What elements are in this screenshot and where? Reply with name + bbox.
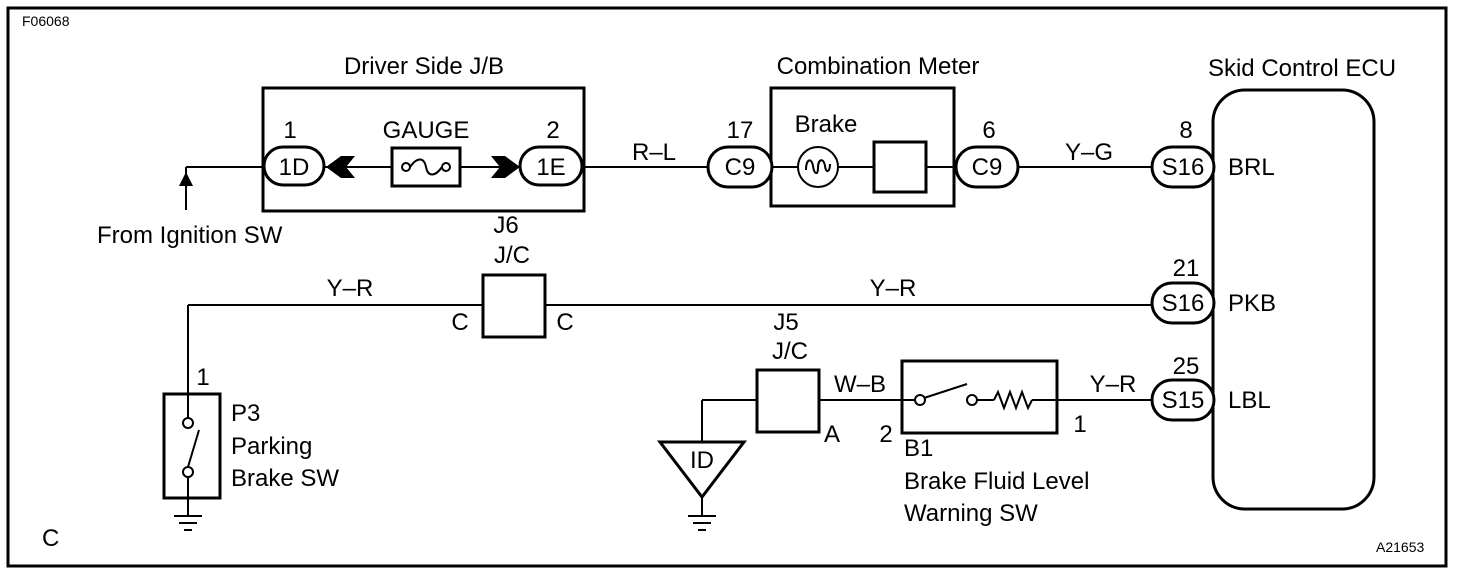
jb-pin-in: 1 [283,117,296,144]
ecu-title: Skid Control ECU [1208,55,1396,82]
fluid-sw-name-line1: Brake Fluid Level [904,468,1089,495]
wire-yr-left-label: Y–R [327,275,374,302]
j6-type: J/C [494,242,530,269]
connector-1e [518,145,584,187]
parking-sw-pin: 1 [196,364,209,391]
j5-junction-connector [755,368,821,434]
gauge-fuse-label: GAUGE [383,117,470,144]
j5-id: J5 [773,309,798,336]
parking-sw-name-line2: Brake SW [231,465,339,492]
part-code: A21653 [1376,539,1424,555]
connector-s16-pkb-label: S16 [1162,290,1205,317]
fluid-sw-blade [923,383,968,399]
ecu-pin-25-num: 25 [1173,353,1200,380]
connector-1e-label: 1E [536,154,565,181]
fluid-sw-contact-left [914,394,926,406]
j6-id: J6 [493,212,518,239]
brake-lamp-label: Brake [795,111,858,138]
wire-yg-label: Y–G [1065,139,1113,166]
j6-junction-connector [481,273,547,339]
wire-rl-label: R–L [632,139,676,166]
diagram-frame [6,6,1448,568]
meter-pin-in: 17 [727,117,754,144]
meter-pin-out: 6 [982,117,995,144]
jb-pin-out: 2 [546,117,559,144]
parking-brake-switch [162,392,222,500]
j6-pin-left: C [451,309,468,336]
parking-sw-blade [187,429,200,468]
figure-code: F06068 [22,13,70,29]
ecu-pin-21-num: 21 [1173,255,1200,282]
fuse-element [409,158,443,176]
connector-s16-brl-label: S16 [1162,154,1205,181]
parking-sw-contact-top [182,417,194,429]
fuse-terminal-right [441,162,451,172]
ignition-label: From Ignition SW [97,222,283,249]
fluid-sw-contact-right [966,394,978,406]
jb-arrowhead-right [491,156,520,178]
fluid-sw-pin-right: 1 [1073,411,1086,438]
connector-s16-pkb [1150,281,1216,325]
corner-code: C [42,525,59,552]
wire-yr-right-label: Y–R [870,275,917,302]
fluid-sw-pin-left: 2 [879,421,892,448]
connector-c9-in-label: C9 [725,154,756,181]
ground-id-label: ID [690,447,714,474]
j5-type: J/C [772,338,808,365]
ecu-terminal-brl: BRL [1228,154,1275,181]
parking-sw-id: P3 [231,400,260,427]
connector-s16-brl [1150,145,1216,189]
resistor-icon [993,389,1033,411]
ignition-arrow [179,172,193,186]
j5-pin: A [824,421,840,448]
connector-s15-lbl-label: S15 [1162,387,1205,414]
wire-yr-lbl-label: Y–R [1090,371,1137,398]
fuse-terminal-left [401,162,411,172]
fluid-sw-name-line2: Warning SW [904,500,1038,527]
connector-1d-label: 1D [279,154,310,181]
connector-c9-out-label: C9 [972,154,1003,181]
j6-pin-right: C [556,309,573,336]
jb-arrowhead-left [326,156,355,178]
ecu-terminal-lbl: LBL [1228,387,1271,414]
meter-warning-element [872,140,928,194]
jb-title: Driver Side J/B [344,53,504,80]
ecu-terminal-pkb: PKB [1228,290,1276,317]
ecu-pin-8-num: 8 [1179,117,1192,144]
fluid-sw-id: B1 [904,435,933,462]
bulb-filament [805,159,831,174]
parking-sw-contact-bottom [182,466,194,478]
wire-wb-label: W–B [834,371,886,398]
parking-sw-name-line1: Parking [231,433,312,460]
meter-title: Combination Meter [777,53,980,80]
